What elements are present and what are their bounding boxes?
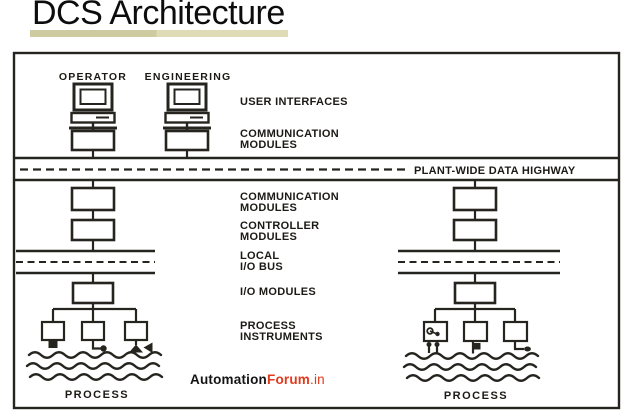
right-io-module-box — [453, 281, 497, 305]
local-io-bus-label-1: LOCAL — [240, 250, 279, 262]
watermark-red: Forum — [267, 372, 310, 387]
watermark-suffix: .in — [310, 372, 325, 387]
user-interfaces-label: USER INTERFACES — [240, 96, 348, 108]
io-modules-label: I/O MODULES — [240, 286, 316, 298]
title-underline-bar — [30, 30, 288, 37]
sensor-stub-icon — [48, 340, 58, 348]
right-process-instruments — [422, 320, 531, 354]
right-controller-branch — [398, 180, 560, 322]
process-instruments-label-1: PROCESS — [240, 320, 296, 332]
comm-modules-mid-label-2: MODULES — [240, 202, 297, 214]
controller-modules-label-2: MODULES — [240, 231, 297, 243]
left-process-waves — [25, 351, 164, 381]
controller-modules-label-1: CONTROLLER — [240, 220, 319, 232]
comm-modules-top-label-2: MODULES — [240, 139, 297, 151]
watermark-black: Automation — [190, 372, 267, 387]
plant-wide-data-highway — [14, 156, 619, 182]
left-io-module-box — [71, 281, 115, 305]
arrow-icon — [143, 342, 153, 353]
actuator-line-icon — [91, 340, 101, 350]
comm-modules-mid-label-1: COMMUNICATION — [240, 191, 339, 203]
operator-comm-module-box — [70, 128, 116, 158]
operator-computer-icon — [69, 82, 117, 130]
actuator-line-icon — [513, 341, 524, 351]
diagram-border — [12, 51, 621, 410]
engineering-computer-icon — [163, 82, 211, 130]
left-controller-branch — [16, 180, 155, 322]
comm-modules-top-label-1: COMMUNICATION — [240, 128, 339, 140]
process-label-left: PROCESS — [65, 389, 129, 401]
right-process-waves — [402, 352, 541, 382]
operator-label: OPERATOR — [59, 71, 127, 83]
pump-icon — [426, 327, 434, 335]
left-process-instruments — [40, 320, 153, 353]
left-controller-module-box — [70, 218, 116, 242]
right-comm-module-box — [452, 186, 498, 212]
watermark: AutomationForum.in — [190, 372, 325, 387]
process-label-right: PROCESS — [444, 390, 508, 402]
right-controller-module-box — [452, 218, 498, 242]
engineering-label: ENGINEERING — [145, 71, 232, 83]
page-title: DCS Architecture — [32, 0, 285, 32]
local-io-bus-label-2: I/O BUS — [240, 261, 283, 273]
engineering-comm-module-box — [164, 128, 210, 158]
process-instruments-label-2: INSTRUMENTS — [240, 331, 323, 343]
valve-icon — [129, 344, 143, 353]
left-comm-module-box — [70, 186, 116, 212]
highway-label: PLANT-WIDE DATA HIGHWAY — [414, 165, 576, 177]
